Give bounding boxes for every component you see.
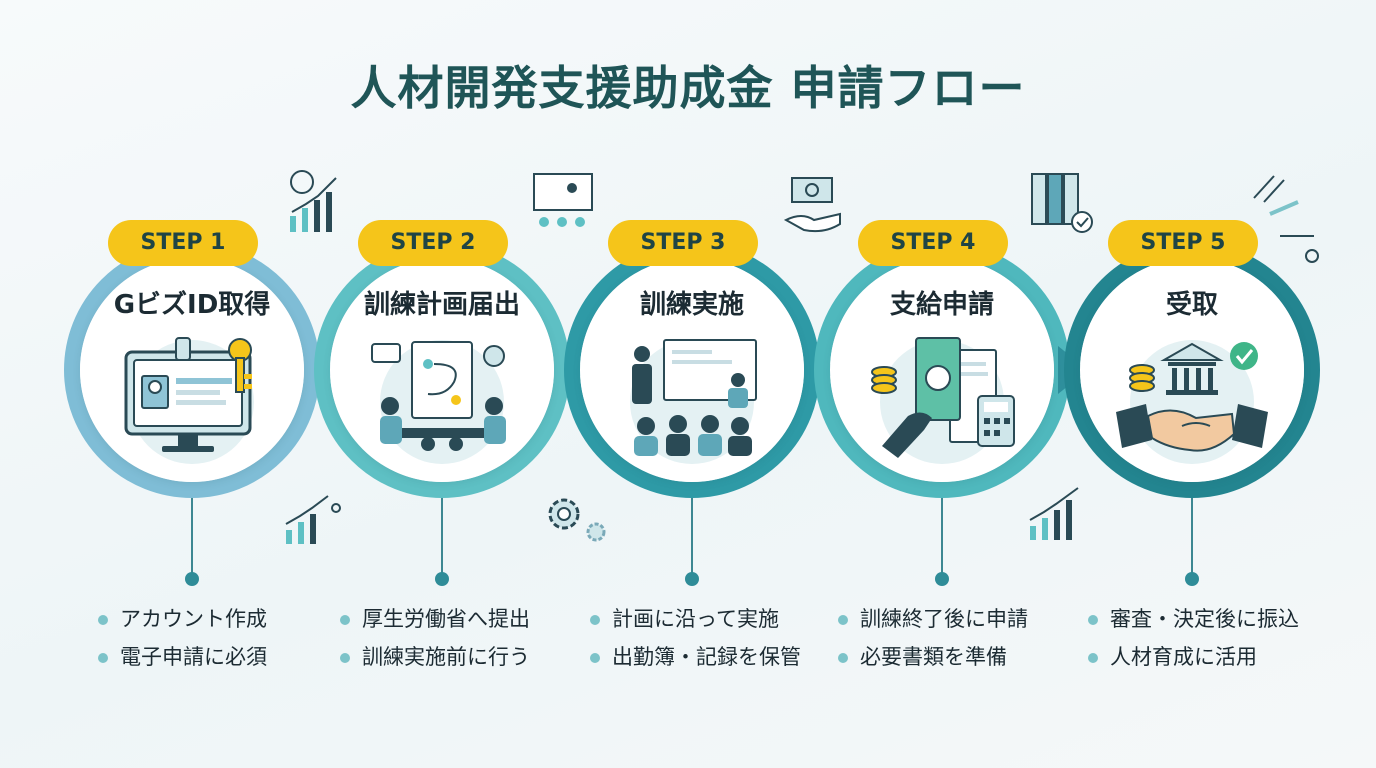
step-title: GビズID取得 (113, 290, 271, 320)
growth-chart-icon (1029, 487, 1079, 540)
page-title: 人材開発支援助成金 申請フロー (350, 61, 1026, 115)
training-session-icon (630, 339, 757, 464)
step-title: 支給申請 (889, 290, 994, 320)
connector-dot (185, 572, 199, 586)
list-item: 訓練終了後に申請 (836, 600, 1096, 638)
step-badge: STEP 1 (108, 220, 258, 266)
presentation-board-icon (533, 173, 593, 227)
step-5-bullets: 審査・決定後に振込 人材育成に活用 (1086, 600, 1346, 676)
connector-line (1191, 498, 1193, 574)
connector-line (691, 498, 693, 574)
step-5: STEP 5 受取 (1056, 210, 1336, 600)
connector-line (441, 498, 443, 574)
connector-line (941, 498, 943, 574)
connector-dot (685, 572, 699, 586)
planning-meeting-icon (371, 340, 506, 464)
handshake-bank-icon (1116, 340, 1268, 464)
payment-request-icon (871, 337, 1015, 464)
list-item: 審査・決定後に振込 (1086, 600, 1346, 638)
money-hand-icon (784, 177, 841, 233)
step-2-bullets: 厚生労働省へ提出 訓練実施前に行う (338, 600, 598, 676)
document-binders-icon (1031, 173, 1093, 233)
step-2: STEP 2 訓練計画届出 (306, 210, 588, 600)
connector-dot (1185, 572, 1199, 586)
step-badge: STEP 4 (858, 220, 1008, 266)
list-item: 人材育成に活用 (1086, 638, 1346, 676)
list-item: アカウント作成 (96, 600, 356, 638)
step-badge: STEP 2 (358, 220, 508, 266)
gear-icon (548, 498, 606, 542)
step-1: STEP 1 GビズID取得 (56, 210, 338, 600)
step-3: STEP 3 訓練実施 (556, 210, 838, 600)
list-item: 必要書類を準備 (836, 638, 1096, 676)
step-title: 訓練実施 (639, 290, 744, 320)
connector-dot (935, 572, 949, 586)
computer-id-key-icon (124, 337, 254, 464)
step-title: 訓練計画届出 (363, 290, 520, 320)
list-item: 出勤簿・記録を保管 (588, 638, 848, 676)
step-badge: STEP 5 (1108, 220, 1258, 266)
list-item: 計画に沿って実施 (588, 600, 848, 638)
step-badge: STEP 3 (608, 220, 758, 266)
sparkle-lines-icon (1253, 175, 1319, 263)
step-title: 受取 (1165, 290, 1218, 320)
list-item: 電子申請に必須 (96, 638, 356, 676)
growth-chart-icon (290, 170, 337, 232)
step-4-bullets: 訓練終了後に申請 必要書類を準備 (836, 600, 1096, 676)
connector-line (191, 498, 193, 574)
step-4: STEP 4 支給申請 (806, 210, 1088, 600)
list-item: 訓練実施前に行う (338, 638, 598, 676)
step-3-bullets: 計画に沿って実施 出勤簿・記録を保管 (588, 600, 848, 676)
step-1-bullets: アカウント作成 電子申請に必須 (96, 600, 356, 676)
growth-chart-icon (285, 495, 341, 544)
list-item: 厚生労働省へ提出 (338, 600, 598, 638)
connector-dot (435, 572, 449, 586)
